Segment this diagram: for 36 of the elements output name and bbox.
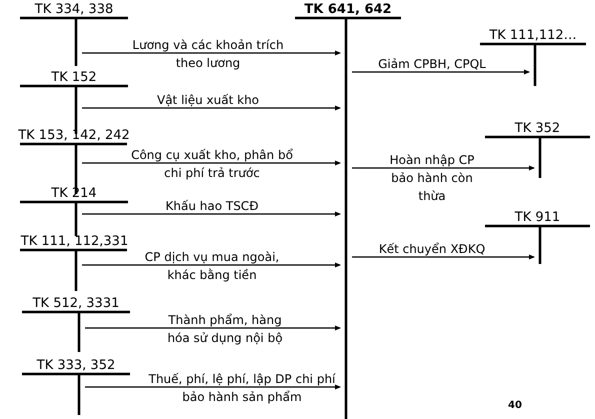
- account-name: TK 111, 112,331: [20, 234, 130, 249]
- account-name: TK 334, 338: [34, 2, 114, 17]
- edge-label: Thuế, phí, lệ phí, lập DP chi phí bảo hành sản phẩm: [148, 371, 336, 406]
- arrow: [85, 326, 341, 330]
- t-account: [485, 121, 590, 178]
- arrow: [82, 212, 341, 216]
- edge-label: Lương và các khoản trích theo lương: [131, 37, 285, 72]
- t-account: [20, 186, 128, 236]
- edge-label: Kết chuyển XĐKQ: [378, 241, 486, 258]
- edge-label: Khấu hao TSCĐ: [164, 198, 260, 215]
- arrow: [352, 70, 530, 74]
- account-name: TK 152: [50, 70, 98, 85]
- account-name: TK 352: [514, 121, 562, 136]
- t-account: [22, 358, 130, 415]
- edge-label: CP dịch vụ mua ngoài, khác bằng tiền: [144, 249, 280, 284]
- t-account: [485, 210, 590, 264]
- t-account: [22, 296, 130, 352]
- edge-label: Vật liệu xuất kho: [156, 92, 260, 109]
- arrow: [352, 254, 535, 260]
- arrow: [82, 50, 341, 56]
- account-name: TK 333, 352: [36, 358, 116, 373]
- edge-label: Giảm CPBH, CPQL: [377, 56, 487, 73]
- arrow: [85, 384, 341, 390]
- account-name: TK 911: [514, 210, 562, 225]
- account-name: TK 641, 642: [303, 2, 393, 17]
- account-name: TK 512, 3331: [32, 296, 120, 311]
- page-number: 40: [508, 400, 522, 411]
- arrow: [82, 106, 341, 110]
- arrow: [82, 262, 341, 268]
- t-account: [20, 2, 128, 66]
- account-name: TK 111,112…: [488, 28, 578, 43]
- arrow: [82, 160, 341, 166]
- edge-label: Thành phẩm, hàng hóa sử dụng nội bộ: [166, 312, 284, 347]
- edge-label: Hoàn nhập CP bảo hành còn thừa: [388, 152, 476, 205]
- arrow: [352, 166, 535, 170]
- edge-label: Công cụ xuất kho, phân bổ chi phí trả trước: [130, 147, 294, 182]
